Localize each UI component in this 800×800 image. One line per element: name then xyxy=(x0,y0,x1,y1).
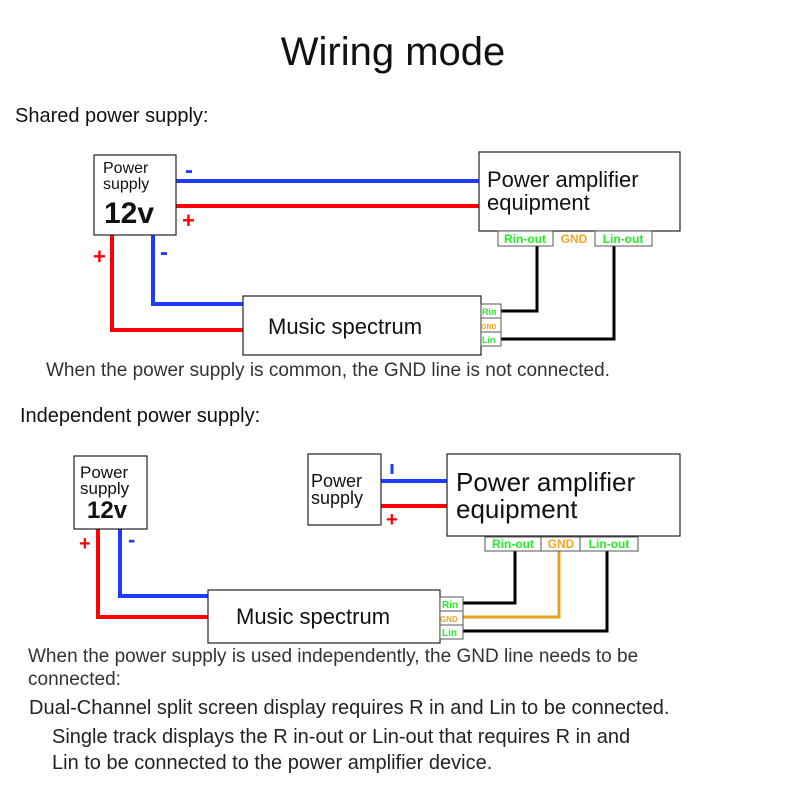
amplifier-label-2: equipment xyxy=(487,190,590,215)
independent-wires xyxy=(96,464,609,633)
gnd-label: GND xyxy=(561,232,588,246)
independent-caption: When the power supply is used independen… xyxy=(28,646,638,667)
power-label: Power xyxy=(80,463,129,482)
gnd-label: GND xyxy=(548,537,575,551)
gnd-label: GND xyxy=(481,324,497,331)
voltage-label: 12v xyxy=(87,497,128,524)
independent-caption-2: connected: xyxy=(28,669,121,690)
minus-sign: - xyxy=(185,157,193,184)
gnd-wire xyxy=(463,551,561,619)
rin-wire xyxy=(463,551,517,605)
plus-sign: + xyxy=(93,244,106,269)
spectrum-negative-wire xyxy=(151,235,243,306)
lin-out-label: Lin-out xyxy=(589,537,630,551)
lin-label: Lin xyxy=(442,628,457,639)
shared-heading: Shared power supply: xyxy=(15,105,208,127)
rin-label: Rin xyxy=(442,600,458,611)
music-spectrum-label: Music spectrum xyxy=(236,604,390,629)
supply-label: supply xyxy=(311,488,363,508)
voltage-label: 12v xyxy=(104,197,154,230)
amplifier-box: Power amplifier equipment Rin-out GND Li… xyxy=(446,453,681,552)
supply-label: supply xyxy=(80,479,130,498)
plus-sign: + xyxy=(386,509,398,531)
lin-wire xyxy=(463,551,609,633)
lin-label: Lin xyxy=(482,335,496,345)
spectrum-positive-wire xyxy=(110,235,243,332)
rin-out-label: Rin-out xyxy=(504,232,546,246)
lin-out-label: Lin-out xyxy=(603,232,644,246)
gnd-label: GND xyxy=(440,615,458,624)
lin-wire xyxy=(501,246,616,341)
power-supply-box: Power supply 12v xyxy=(93,154,177,236)
rin-wire xyxy=(501,246,539,313)
amplifier-label: Power amplifier xyxy=(456,467,636,497)
plus-sign: + xyxy=(79,533,91,555)
minus-sign: - xyxy=(128,527,135,552)
power-label: Power xyxy=(311,471,362,491)
shared-caption: When the power supply is common, the GND… xyxy=(46,360,610,381)
amplifier-box: Power amplifier equipment Rin-out GND Li… xyxy=(478,151,681,247)
amplifier-power-supply-box: Power supply xyxy=(307,453,382,526)
rin-out-label: Rin-out xyxy=(492,537,534,551)
power-supply-box: Power supply 12v xyxy=(73,455,148,530)
shared-wires xyxy=(110,179,616,341)
independent-heading: Independent power supply: xyxy=(20,405,260,427)
single-track-note: Single track displays the R in-out or Li… xyxy=(52,726,630,748)
page-title: Wiring mode xyxy=(281,30,506,74)
minus-sign: - xyxy=(160,239,168,266)
dual-channel-note: Dual-Channel split screen display requir… xyxy=(29,697,669,719)
music-spectrum-box: Music spectrum Rin GND Lin xyxy=(242,295,502,356)
spectrum-negative-wire xyxy=(118,529,208,598)
amplifier-label: Power amplifier xyxy=(487,167,639,192)
supply-label: supply xyxy=(103,176,149,193)
music-spectrum-box: Music spectrum Rin GND Lin xyxy=(207,589,464,644)
power-label: Power xyxy=(103,160,149,177)
spectrum-positive-wire xyxy=(96,529,208,619)
single-track-note-2: Lin to be connected to the power amplifi… xyxy=(52,752,492,774)
amplifier-label-2: equipment xyxy=(456,494,578,524)
rin-label: Rin xyxy=(482,307,497,317)
music-spectrum-label: Music spectrum xyxy=(268,314,422,339)
plus-sign: + xyxy=(182,208,195,233)
